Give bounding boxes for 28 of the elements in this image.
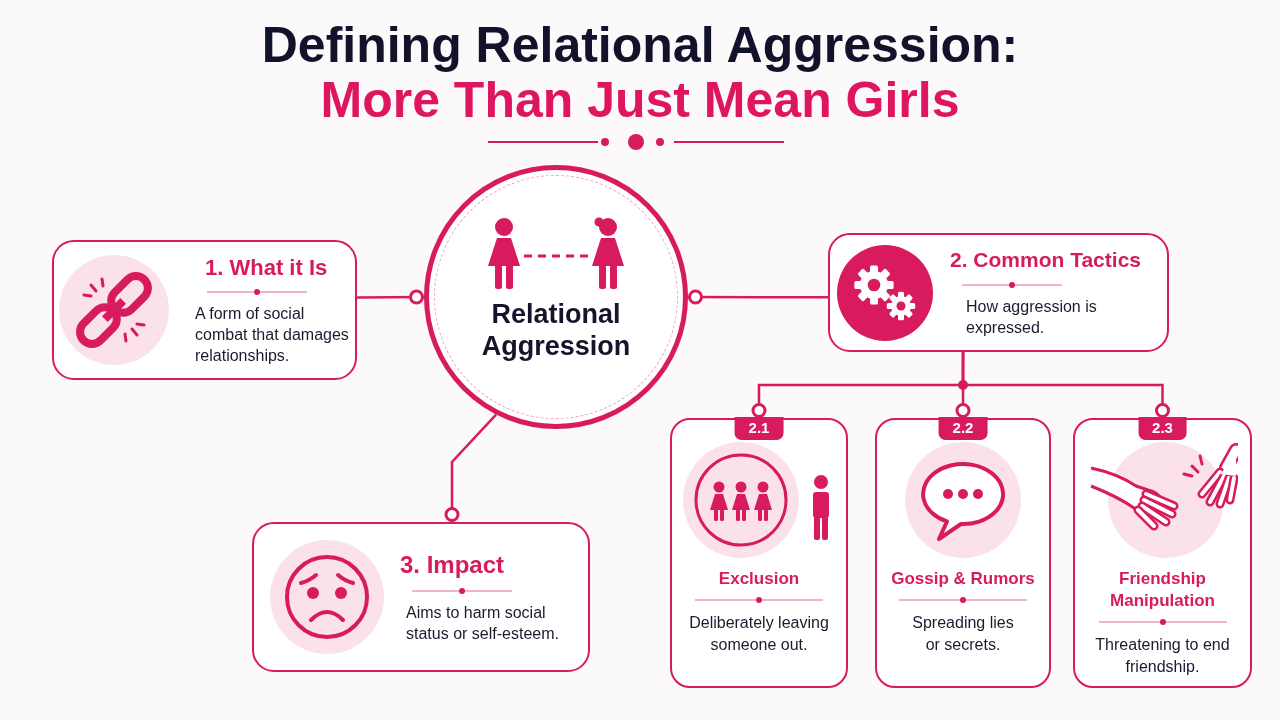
number-tab: 2.2 (938, 417, 988, 440)
topic-box (828, 233, 1169, 352)
box-heading: 3. Impact (400, 550, 505, 580)
card-heading: Exclusion (717, 568, 801, 590)
connector-line (444, 413, 497, 522)
box-text: A form of social combat that damages relationships. (195, 304, 350, 367)
topic-box (252, 522, 590, 672)
box-heading: 2. Common Tactics (950, 247, 1141, 274)
hub-label: Relational Aggression (480, 298, 632, 362)
topic-box (52, 240, 357, 380)
title: Defining Relational Aggression: (261, 17, 1019, 73)
connector-line (961, 352, 1170, 418)
card-heading: Friendship Manipulation (1109, 568, 1216, 612)
tactic-card (1073, 418, 1252, 688)
box-text: Aims to harm social status or self-esteem. (405, 603, 560, 644)
number-tab: 2.3 (1138, 417, 1187, 440)
card-text: Threatening to end friendship. (1094, 635, 1231, 677)
tactic-card (670, 418, 848, 688)
card-text: Deliberately leaving someone out. (688, 613, 830, 655)
connector-line (688, 289, 828, 305)
box-heading: 1. What it Is (204, 253, 328, 282)
card-text: Spreading lies or secrets. (911, 613, 1015, 655)
box-text: How aggression is expressed. (965, 296, 1098, 338)
connector-line (357, 289, 424, 305)
tactic-card (875, 418, 1051, 688)
number-tab: 2.1 (734, 417, 784, 440)
card-heading: Gossip & Rumors (890, 568, 1036, 590)
subtitle: More Than Just Mean Girls (320, 72, 960, 128)
